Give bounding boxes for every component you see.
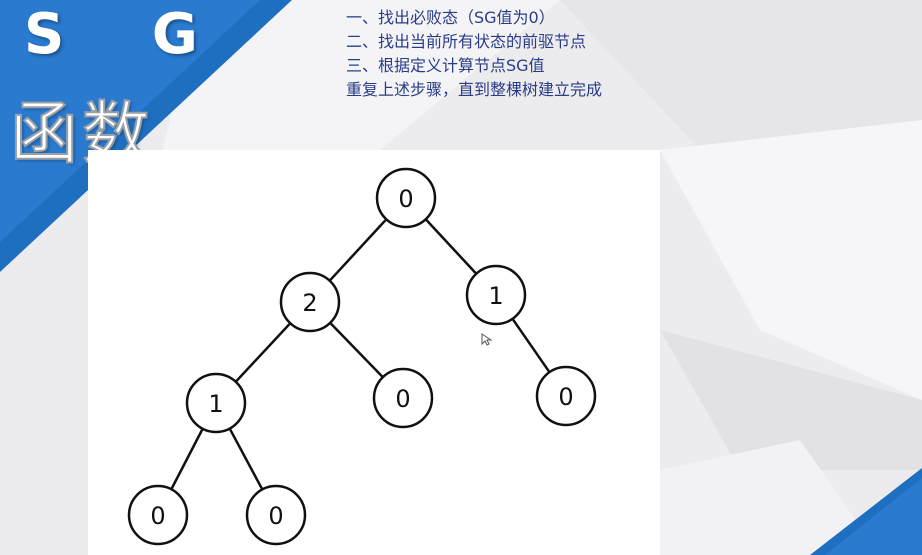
tree-node-circle xyxy=(372,367,434,429)
tree-edge-ll-lll xyxy=(170,427,204,491)
mouse-cursor-icon xyxy=(481,333,493,346)
tree-node-label: 1 xyxy=(488,282,503,310)
tree-node-circle xyxy=(279,271,341,333)
tree-node-lr: 0 xyxy=(372,367,434,429)
tree-node-llr: 0 xyxy=(245,484,307,546)
tree-edge-ll-llr xyxy=(228,427,264,491)
tree-node-lll: 0 xyxy=(127,484,189,546)
tree-node-circle xyxy=(375,167,437,229)
step-list: 一、找出必败态（SG值为0） 二、找出当前所有状态的前驱节点 三、根据定义计算节… xyxy=(346,6,602,102)
tree-node-root: 0 xyxy=(375,167,437,229)
tree-node-circle xyxy=(535,365,597,427)
tree-node-label: 0 xyxy=(398,185,413,213)
tree-edge-l-ll xyxy=(234,321,292,384)
tree-node-l: 2 xyxy=(279,271,341,333)
tree-canvas: 0 2 1 1 0 0 0 0 xyxy=(127,167,597,546)
tree-node-label: 0 xyxy=(268,502,283,530)
tree-edge-root-r xyxy=(424,218,478,275)
tree-node-circle xyxy=(127,484,189,546)
tree-node-r: 1 xyxy=(465,264,527,326)
sg-tree-diagram: 0 2 1 1 0 0 0 0 xyxy=(88,150,660,555)
tree-edge-root-l xyxy=(328,218,388,282)
slide-title: S G 函数 xyxy=(0,0,200,180)
step-1: 一、找出必败态（SG值为0） xyxy=(346,8,555,27)
tree-edge-r-rc xyxy=(511,317,551,374)
tree-node-label: 0 xyxy=(558,383,573,411)
tree-node-label: 1 xyxy=(208,390,223,418)
tree-node-label: 0 xyxy=(150,502,165,530)
step-2: 二、找出当前所有状态的前驱节点 xyxy=(346,32,587,51)
tree-node-label: 0 xyxy=(395,385,410,413)
tree-node-rc: 0 xyxy=(535,365,597,427)
step-3: 三、根据定义计算节点SG值 xyxy=(346,56,545,75)
tree-node-label: 2 xyxy=(302,289,317,317)
tree-node-ll: 1 xyxy=(185,372,247,434)
tree-edge-l-lr xyxy=(328,321,385,379)
tree-node-circle xyxy=(185,372,247,434)
tree-node-circle xyxy=(245,484,307,546)
title-line-sg: S G xyxy=(24,2,232,67)
tree-node-circle xyxy=(465,264,527,326)
step-4: 重复上述步骤，直到整棵树建立完成 xyxy=(346,80,603,99)
